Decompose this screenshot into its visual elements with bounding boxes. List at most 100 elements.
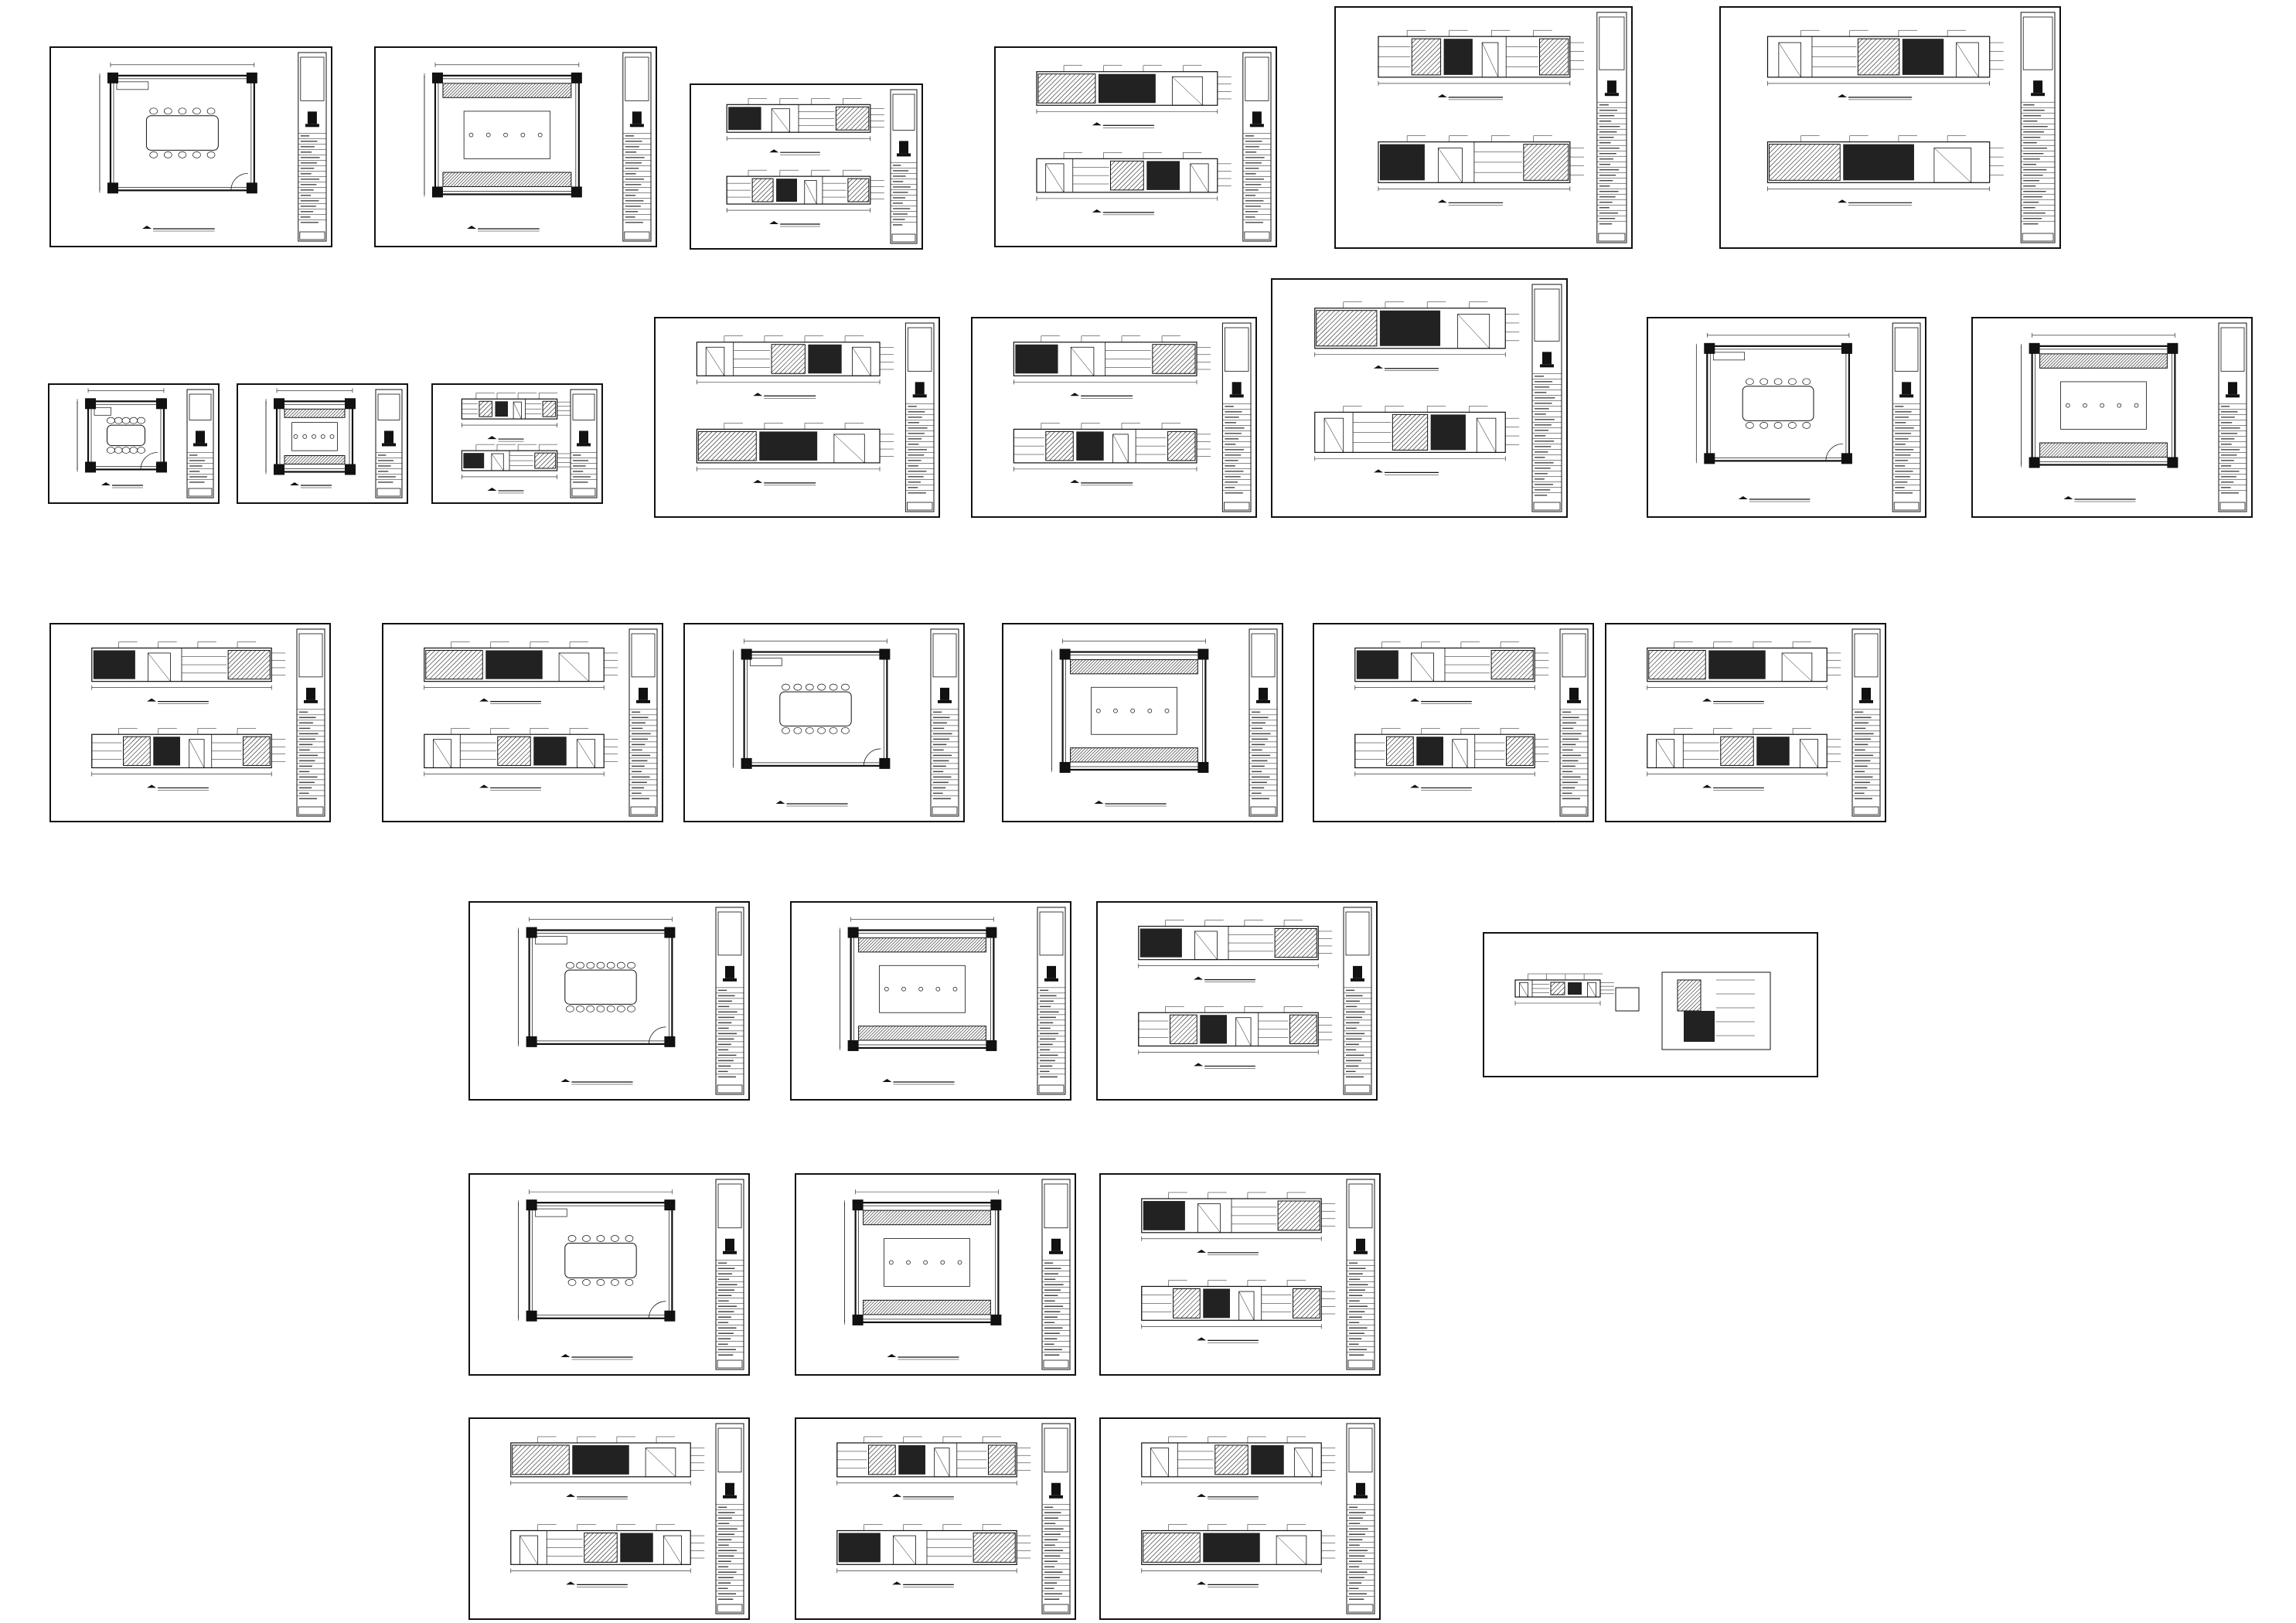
sheet-linework xyxy=(1138,907,1372,1095)
elevation-drawing xyxy=(1647,641,1841,690)
drawing-sheet-elevation[interactable] xyxy=(971,317,1257,518)
drawing-sheet-elevation[interactable] xyxy=(654,317,940,518)
elevation-drawing xyxy=(510,1436,705,1485)
drawing-caption xyxy=(887,1354,959,1360)
title-block xyxy=(890,89,918,244)
company-logo-icon xyxy=(1540,352,1554,368)
drawing-sheet-elevation[interactable] xyxy=(1605,623,1886,822)
detail-drawing xyxy=(1514,971,1771,1050)
ceiling-plan-drawing xyxy=(265,388,356,475)
elevation-drawing xyxy=(424,727,618,777)
drawing-caption xyxy=(1092,122,1154,128)
drawing-sheet-office-ceiling[interactable] xyxy=(795,1173,1076,1376)
elevation-drawing xyxy=(1766,29,2004,86)
title-block xyxy=(1041,1423,1071,1614)
drawing-sheet-elevation[interactable] xyxy=(468,1417,750,1620)
drawing-sheet-elevation[interactable] xyxy=(1719,6,2061,249)
drawing-sheet-elevation[interactable] xyxy=(994,46,1277,247)
title-block xyxy=(1531,284,1562,512)
drawing-sheet-small-plan[interactable] xyxy=(48,383,220,504)
elevation-drawing xyxy=(1378,135,1584,192)
title-block xyxy=(930,628,959,817)
elevation-drawing xyxy=(1766,135,2004,192)
drawing-sheet-elevation[interactable] xyxy=(1271,278,1568,518)
title-block xyxy=(375,389,403,498)
drawing-caption xyxy=(1702,784,1764,791)
drawing-sheet-elevation[interactable] xyxy=(690,83,923,250)
elevation-drawing xyxy=(1378,29,1584,86)
drawing-sheet-detail[interactable] xyxy=(1483,932,1818,1077)
drawing-sheet-office-ceiling[interactable] xyxy=(1971,317,2253,518)
company-logo-icon xyxy=(382,430,396,447)
drawing-caption xyxy=(753,393,816,399)
drawing-sheet-office-ceiling[interactable] xyxy=(1002,623,1283,822)
drawing-caption xyxy=(1197,1337,1259,1343)
drawing-sheet-office-plan[interactable] xyxy=(683,623,965,822)
drawing-caption xyxy=(566,1581,628,1587)
drawing-caption xyxy=(1437,199,1504,206)
title-block xyxy=(715,1179,744,1370)
drawing-caption xyxy=(289,482,332,488)
company-logo-icon xyxy=(1044,965,1058,982)
drawing-caption xyxy=(1702,698,1764,704)
elevation-drawing xyxy=(836,1436,1031,1485)
drawing-sheet-meeting-room-ceiling[interactable] xyxy=(374,46,657,247)
floor-plan-drawing xyxy=(518,917,676,1047)
sheet-linework xyxy=(696,322,935,512)
title-block xyxy=(2218,322,2247,512)
elevation-drawing xyxy=(1354,641,1549,690)
title-block xyxy=(629,628,658,817)
drawing-sheet-elevation[interactable] xyxy=(795,1417,1076,1620)
floor-plan-drawing xyxy=(99,62,257,194)
drawing-caption xyxy=(142,226,215,232)
drawing-sheet-elevation[interactable] xyxy=(382,623,663,822)
sheet-linework xyxy=(1766,12,2056,243)
company-logo-icon xyxy=(629,111,644,128)
drawing-caption xyxy=(147,698,209,704)
title-block xyxy=(1041,1179,1071,1370)
company-logo-icon xyxy=(304,687,318,703)
drawing-sheet-elevation[interactable] xyxy=(1313,623,1594,822)
sheet-linework xyxy=(733,628,959,817)
elevation-drawing xyxy=(726,169,884,213)
drawing-sheet-office-plan[interactable] xyxy=(468,901,750,1101)
elevation-drawing xyxy=(1141,1524,1336,1574)
drawing-caption xyxy=(769,149,820,155)
elevation-drawing xyxy=(1036,65,1231,114)
sheet-linework xyxy=(77,388,214,498)
drawing-sheet-elevation[interactable] xyxy=(1099,1173,1381,1376)
drawing-caption xyxy=(892,1493,954,1500)
title-block xyxy=(622,52,652,242)
title-block xyxy=(2020,12,2056,243)
drawing-sheet-small-elevation[interactable] xyxy=(431,383,603,504)
elevation-drawing xyxy=(424,641,618,690)
company-logo-icon xyxy=(1256,687,1270,703)
drawing-sheet-office-plan[interactable] xyxy=(1647,317,1926,518)
company-logo-icon xyxy=(723,1238,737,1254)
ceiling-plan-drawing xyxy=(844,1189,1002,1325)
floor-plan-drawing xyxy=(518,1189,676,1322)
drawing-sheet-small-ceiling[interactable] xyxy=(237,383,408,504)
elevation-drawing xyxy=(836,1524,1031,1574)
drawing-sheet-elevation[interactable] xyxy=(1099,1417,1381,1620)
title-block xyxy=(296,628,325,817)
drawing-sheet-meeting-room-plan[interactable] xyxy=(49,46,332,247)
elevation-drawing xyxy=(1647,727,1841,777)
drawing-caption xyxy=(1094,801,1167,807)
drawing-sheet-elevation[interactable] xyxy=(1096,901,1378,1101)
drawing-sheet-office-ceiling[interactable] xyxy=(790,901,1071,1101)
ceiling-plan-drawing xyxy=(424,62,582,198)
drawing-sheet-elevation[interactable] xyxy=(1334,6,1633,249)
elevation-drawing xyxy=(726,98,884,141)
floor-plan-drawing xyxy=(1695,332,1852,464)
drawing-sheet-office-plan[interactable] xyxy=(468,1173,750,1376)
drawing-caption xyxy=(487,487,524,494)
drawing-caption xyxy=(1194,976,1255,982)
elevation-drawing xyxy=(696,423,894,471)
drawing-caption xyxy=(1838,94,1913,100)
drawing-sheet-elevation[interactable] xyxy=(49,623,331,822)
drawing-caption xyxy=(1194,1063,1255,1069)
drawing-caption xyxy=(1838,199,1913,206)
company-logo-icon xyxy=(577,430,591,447)
company-logo-icon xyxy=(1229,382,1244,398)
